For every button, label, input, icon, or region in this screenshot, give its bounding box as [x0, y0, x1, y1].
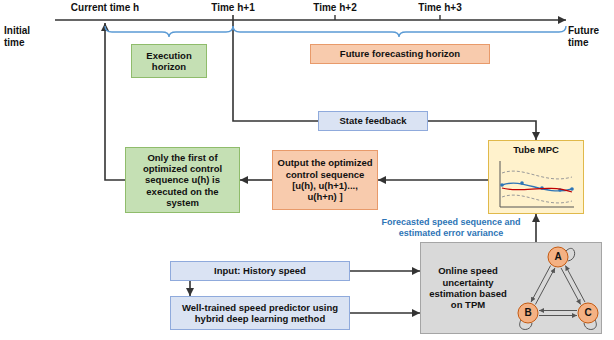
- time-label: Time h+1: [193, 2, 273, 14]
- node-text: Online speed uncertainty estimation base…: [425, 265, 511, 311]
- execution-return-arrow: [105, 23, 125, 180]
- time-tick: [439, 15, 440, 20]
- state-feedback-line: [233, 15, 318, 121]
- tube-plot-illustration: [494, 157, 578, 211]
- connector-group: [190, 121, 536, 313]
- state-circle: [578, 303, 598, 323]
- time-label: Initial time: [4, 25, 50, 48]
- time-label: Future time: [568, 25, 610, 48]
- process-box: Output the optimized control sequence [u…: [272, 150, 378, 210]
- flow-arrow: [378, 179, 488, 181]
- transition-arrow: [565, 266, 585, 303]
- estimator-box: Online speed uncertainty estimation base…: [420, 242, 602, 334]
- label-box: Time h+2: [295, 2, 375, 14]
- tube-bound: [502, 171, 572, 179]
- text-group: Execution horizon: [132, 50, 206, 73]
- text-group: Input: History speed: [171, 265, 349, 276]
- state-circle: [518, 303, 538, 323]
- label-box: B: [521, 306, 535, 320]
- trajectory-dot: [520, 182, 524, 186]
- transition-arrow: [539, 310, 577, 311]
- text-group: Only the first of optimized control sequ…: [126, 152, 239, 209]
- flow-arrow: [240, 179, 272, 181]
- label-box: Time h+3: [400, 2, 480, 14]
- horizon-box: Future forecasting horizon: [310, 44, 490, 64]
- text-group: Online speed uncertainty estimation base…: [421, 265, 515, 311]
- text-group: Well-trained speed predictor using hybri…: [171, 302, 349, 325]
- time-axis: [55, 19, 566, 21]
- horizon-bracket: [233, 26, 566, 37]
- label-box: C: [581, 306, 595, 320]
- transition-arrow: [535, 268, 555, 305]
- flow-arrow: [535, 214, 537, 242]
- predictor-box: Well-trained speed predictor using hybri…: [170, 296, 350, 330]
- horizon-box: Execution horizon: [131, 44, 207, 78]
- node-text: Tube MPC: [493, 144, 579, 155]
- process-box: Only the first of optimized control sequ…: [125, 147, 240, 213]
- state-letter: C: [581, 306, 595, 320]
- time-label: Time h+3: [400, 2, 480, 14]
- tube-bound: [502, 195, 572, 203]
- node-text: State feedback: [323, 115, 423, 126]
- node-text: Well-trained speed predictor using hybri…: [175, 302, 345, 325]
- transition-arrow: [561, 268, 581, 305]
- node-text: Output the optimized control sequence [u…: [277, 157, 373, 203]
- flow-arrow: [350, 270, 420, 272]
- label-box: Time h+1: [193, 2, 273, 14]
- node-text: Execution horizon: [136, 50, 202, 73]
- label-box: Initial time: [4, 25, 50, 48]
- node-text: Only the first of optimized control sequ…: [130, 152, 235, 209]
- flow-arrow: [189, 281, 191, 296]
- node-text: Future forecasting horizon: [315, 48, 485, 59]
- label-box: Current time h: [55, 2, 155, 14]
- text-group: Tube MPC: [489, 144, 583, 155]
- time-tick: [334, 15, 335, 20]
- flow-arrow: [350, 312, 420, 314]
- plot-axes: [500, 161, 574, 207]
- state-letter: B: [521, 306, 535, 320]
- trajectory-dot: [500, 184, 504, 188]
- transition-arrow: [539, 315, 577, 316]
- horizon-bracket: [105, 26, 233, 37]
- time-label: Current time h: [55, 2, 155, 14]
- edge-label: Forecasted speed sequence and estimated …: [372, 217, 530, 239]
- text-group: Output the optimized control sequence [u…: [273, 157, 377, 203]
- input-box: Input: History speed: [170, 261, 350, 281]
- actual-trajectory: [502, 188, 572, 192]
- controller-box: Tube MPC: [488, 140, 584, 214]
- edge-label-box: Forecasted speed sequence and estimated …: [372, 217, 530, 239]
- feedback-box: State feedback: [318, 111, 428, 131]
- text-group: State feedback: [319, 115, 427, 126]
- flow-arrow: [428, 121, 536, 140]
- time-label: Time h+2: [295, 2, 375, 14]
- label-box: Future time: [568, 25, 610, 48]
- label-box: A: [551, 250, 565, 264]
- trajectory-dot: [570, 188, 574, 192]
- text-group: Future forecasting horizon: [311, 48, 489, 59]
- node-text: Input: History speed: [175, 265, 345, 276]
- transition-arrow: [531, 266, 551, 303]
- state-letter: A: [551, 250, 565, 264]
- state-circle: [548, 247, 568, 267]
